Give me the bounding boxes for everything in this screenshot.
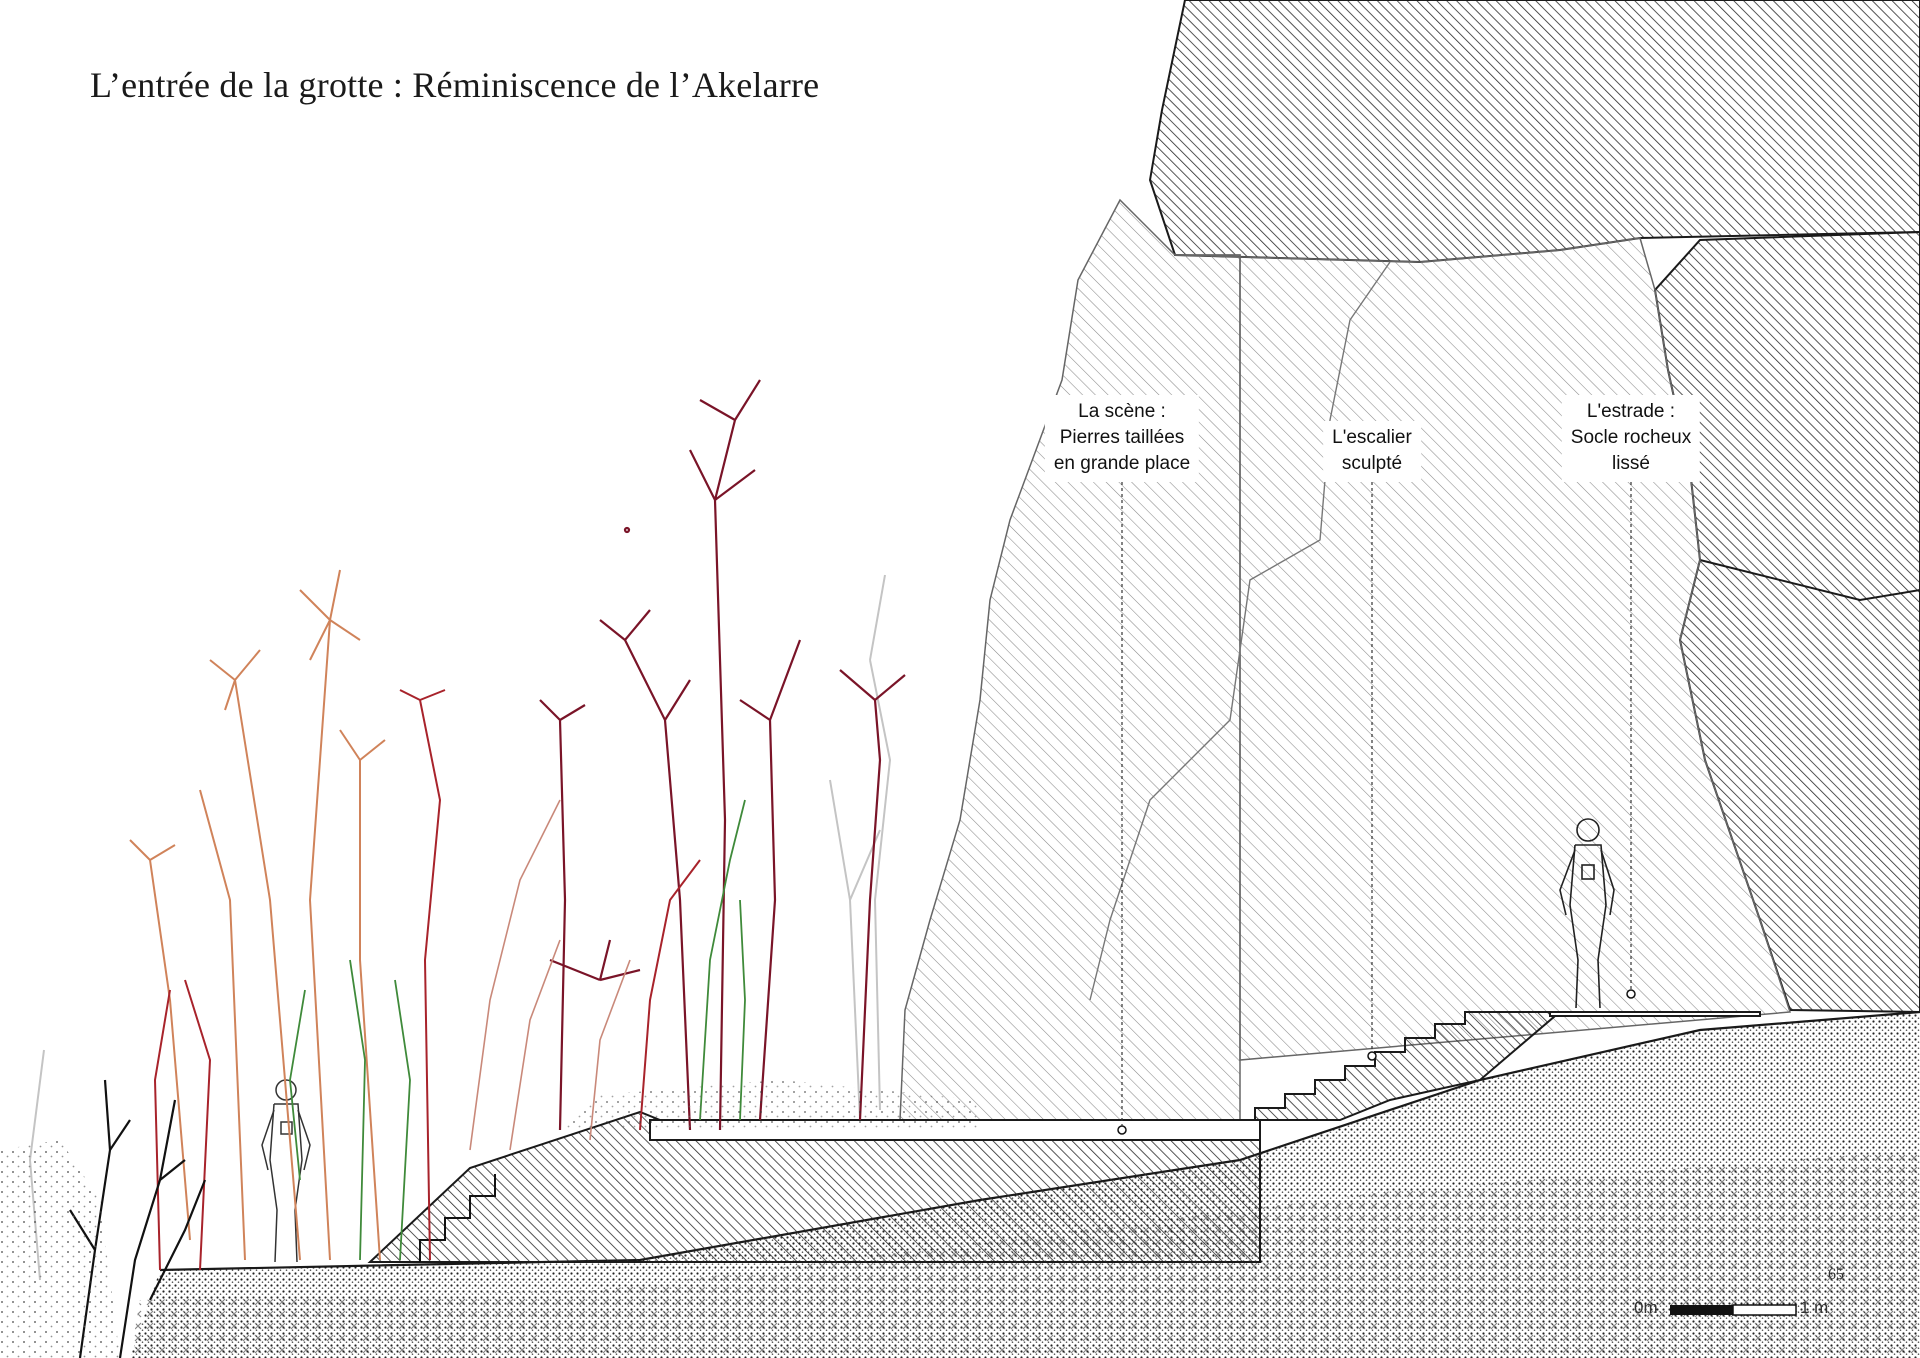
upper-rock-mass — [1148, 0, 1920, 264]
page-number: 65 — [1828, 1266, 1844, 1283]
label-scene-line-2: Pierres taillées — [1059, 427, 1185, 448]
rubble-left — [0, 1140, 120, 1358]
person-figure-left — [261, 1079, 311, 1263]
label-scene-line-1: La scène : — [1078, 401, 1166, 422]
scale-bar-start-label: 0m — [1634, 1298, 1658, 1317]
label-scene: La scène : Pierres taillées en grande pl… — [1044, 395, 1200, 482]
label-escalier-line-2: sculpté — [1341, 453, 1403, 474]
estrade-platform — [1549, 1011, 1761, 1017]
person-figure-estrade — [1559, 818, 1615, 1009]
label-estrade: L'estrade : Socle rocheux lissé — [1561, 395, 1701, 482]
vegetation-orange — [129, 569, 386, 1261]
vegetation-green — [289, 799, 746, 1261]
scale-bar-end-label: 1 m — [1800, 1298, 1829, 1317]
label-scene-line-3: en grande place — [1053, 453, 1191, 474]
label-estrade-line-2: Socle rocheux — [1570, 427, 1692, 448]
label-escalier-line-1: L'escalier — [1332, 427, 1412, 448]
page-title: L’entrée de la grotte : Réminiscence de … — [90, 65, 820, 105]
label-estrade-line-3: lissé — [1611, 453, 1650, 474]
carved-staircase — [1254, 1011, 1556, 1121]
cave-wall-left — [899, 198, 1241, 1121]
label-escalier: L'escalier sculpté — [1323, 421, 1421, 482]
vegetation-maroon — [539, 379, 906, 1131]
vegetation-red — [153, 689, 701, 1271]
label-estrade-line-1: L'estrade : — [1586, 401, 1676, 422]
scale-bar — [1670, 1304, 1797, 1316]
rubble-sparse — [560, 1080, 980, 1130]
